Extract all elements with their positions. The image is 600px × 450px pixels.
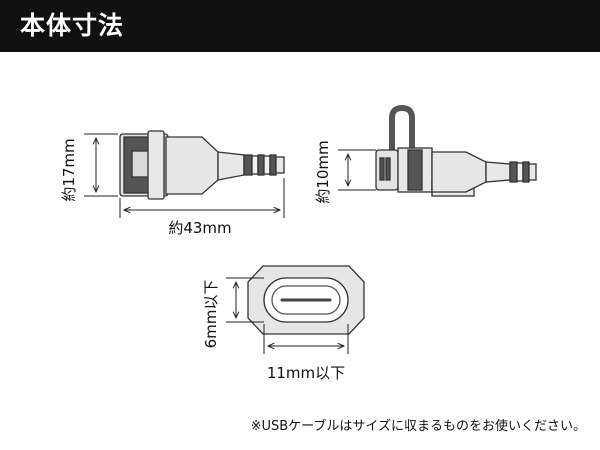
side-view-connector — [375, 104, 537, 197]
port-view — [247, 265, 365, 335]
port-width-dimension — [263, 324, 349, 354]
port-width-label: 11mm以下 — [267, 364, 345, 382]
front-length-label: 約43mm — [168, 219, 231, 237]
usb-cable-note: ※USBケーブルはサイズに収まるものをお使いください。 — [250, 419, 586, 434]
front-view-connector — [119, 130, 285, 200]
front-length-dimension — [119, 178, 285, 218]
port-height-dimension — [226, 277, 264, 323]
header-bar: 本体寸法 — [0, 0, 600, 52]
front-height-dimension — [84, 133, 118, 197]
side-height-dimension — [338, 149, 376, 191]
side-height-label: 約10mm — [314, 140, 332, 203]
port-height-label: 6mm以下 — [202, 280, 220, 349]
page-title: 本体寸法 — [20, 11, 125, 40]
front-height-label: 約17mm — [60, 138, 78, 201]
